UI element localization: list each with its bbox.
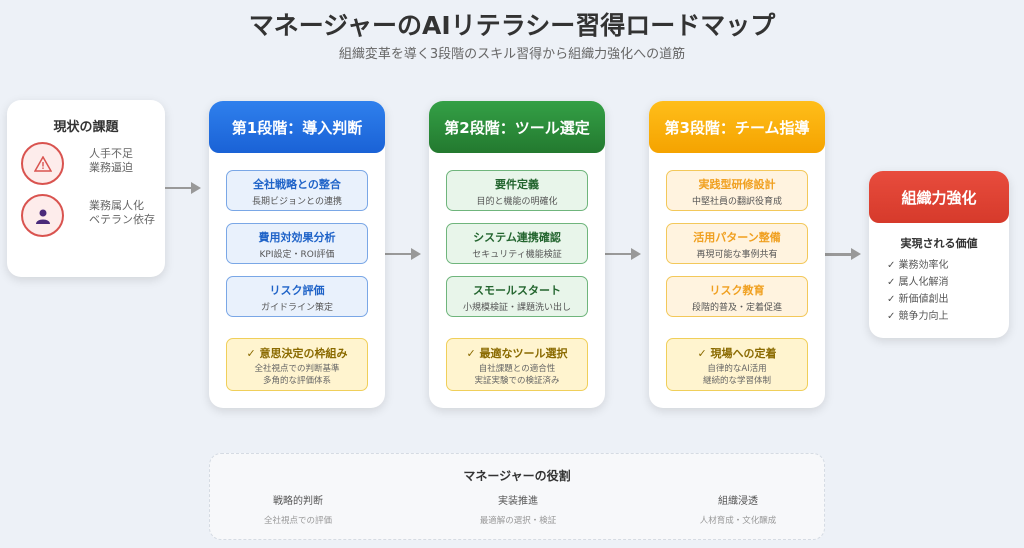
arrow-icon: [165, 182, 201, 194]
stage-item-desc: 長期ビジョンとの連携: [252, 197, 342, 207]
issue-line: ベテラン依存: [89, 213, 155, 226]
role-title: 組織浸透: [718, 496, 758, 507]
stage-item: システム連携確認 セキュリティ機能検証: [446, 223, 588, 264]
stage-item: リスク教育 段階的普及・定着促進: [666, 276, 808, 317]
stage-item-title: スモールスタート: [473, 284, 561, 297]
stage-item-title: 実践型研修設計: [698, 178, 776, 191]
value-item: ✓ 新価値創出: [887, 294, 949, 305]
issue-line: 業務逼迫: [89, 161, 133, 174]
stage-item-title: 活用パターン整備: [693, 231, 781, 244]
value-item: ✓ 業務効率化: [887, 260, 949, 271]
stage-item: リスク評価 ガイドライン策定: [226, 276, 368, 317]
role-title: 戦略的判断: [273, 496, 323, 507]
role-item: 実装推進最適解の選択・検証: [438, 492, 598, 526]
page-title: マネージャーのAIリテラシー習得ロードマップ: [248, 11, 776, 40]
outcome-line: 多角的な評価体系: [262, 376, 331, 386]
issues-title: 現状の課題: [53, 120, 119, 135]
stage-1-card: 第1段階：導入判断 全社戦略との整合 長期ビジョンとの連携 費用対効果分析 KP…: [209, 101, 385, 408]
value-item: ✓ 属人化解消: [887, 277, 949, 288]
stage-item-desc: ガイドライン策定: [260, 303, 333, 313]
stage-outcome: ✓ 最適なツール選択 自社課題との適合性実証実験での検証済み: [446, 338, 588, 391]
stage-item: 全社戦略との整合 長期ビジョンとの連携: [226, 170, 368, 211]
stage-item-title: リスク教育: [709, 284, 765, 297]
arrow-icon: [385, 248, 421, 260]
stage-item: 要件定義 目的と機能の明確化: [446, 170, 588, 211]
issue-item: 業務属人化ベテラン依存: [21, 194, 161, 238]
stage-title: 第1段階：導入判断: [209, 101, 385, 153]
stage-item: 実践型研修設計 中堅社員の翻訳役育成: [666, 170, 808, 211]
stage-item-desc: セキュリティ機能検証: [472, 250, 562, 260]
stage-item-desc: 再現可能な事例共有: [696, 250, 778, 260]
stage-item-title: リスク評価: [269, 284, 325, 297]
issue-item: 人手不足業務逼迫: [21, 142, 161, 186]
person-icon: [21, 194, 64, 237]
stage-outcome: ✓ 現場への定着 自律的なAI活用継続的な学習体制: [666, 338, 808, 391]
stage-item: 活用パターン整備 再現可能な事例共有: [666, 223, 808, 264]
issue-line: 業務属人化: [89, 199, 144, 212]
stage-item-title: システム連携確認: [473, 231, 561, 244]
issue-line: 人手不足: [89, 147, 133, 160]
outcome-line: 実証実験での検証済み: [474, 376, 560, 386]
stage-item-desc: 段階的普及・定着促進: [691, 303, 782, 313]
outcome-line: 継続的な学習体制: [702, 376, 771, 386]
stage-item: スモールスタート 小規模検証・課題洗い出し: [446, 276, 588, 317]
stage-item-desc: KPI設定・ROI評価: [259, 250, 335, 260]
role-item: 組織浸透人材育成・文化醸成: [658, 492, 818, 526]
stage-item-desc: 中堅社員の翻訳役育成: [691, 197, 782, 207]
role-desc: 最適解の選択・検証: [479, 516, 557, 526]
stage-item-title: 全社戦略との整合: [253, 178, 341, 191]
stage-2-card: 第2段階：ツール選定 要件定義 目的と機能の明確化 システム連携確認 セキュリテ…: [429, 101, 605, 408]
outcome-title: ✓ 意思決定の枠組み: [246, 347, 348, 360]
arrow-icon: [605, 248, 641, 260]
stage-item-title: 費用対効果分析: [258, 231, 336, 244]
role-title: 実装推進: [498, 496, 538, 507]
final-subtitle: 実現される価値: [900, 237, 978, 250]
stage-item: 費用対効果分析 KPI設定・ROI評価: [226, 223, 368, 264]
role-desc: 人材育成・文化醸成: [699, 516, 777, 526]
page-subtitle: 組織変革を導く3段階のスキル習得から組織力強化への道筋: [338, 47, 686, 62]
stage-item-desc: 目的と機能の明確化: [476, 197, 558, 207]
roles-title: マネージャーの役割: [463, 469, 571, 483]
warning-icon: [21, 142, 64, 185]
final-title: 組織力強化: [869, 171, 1009, 223]
outcome-line: 全社視点での判断基準: [254, 364, 340, 374]
stage-title: 第3段階：チーム指導: [649, 101, 825, 153]
final-outcome-card: 組織力強化 実現される価値 ✓ 業務効率化 ✓ 属人化解消 ✓ 新価値創出 ✓ …: [869, 171, 1009, 338]
role-item: 戦略的判断全社視点での評価: [218, 492, 378, 526]
role-desc: 全社視点での評価: [263, 516, 332, 526]
arrow-icon: [825, 248, 861, 260]
stage-item-title: 要件定義: [495, 178, 539, 191]
outcome-line: 自律的なAI活用: [707, 364, 767, 374]
stage-title: 第2段階：ツール選定: [429, 101, 605, 153]
stage-outcome: ✓ 意思決定の枠組み 全社視点での判断基準多角的な評価体系: [226, 338, 368, 391]
manager-roles-box: マネージャーの役割 戦略的判断全社視点での評価 実装推進最適解の選択・検証 組織…: [209, 453, 825, 540]
outcome-title: ✓ 現場への定着: [697, 347, 777, 360]
stage-item-desc: 小規模検証・課題洗い出し: [462, 303, 571, 313]
current-issues-card: 現状の課題 人手不足業務逼迫 業務属人化ベテラン依存: [7, 100, 165, 277]
outcome-title: ✓ 最適なツール選択: [466, 347, 568, 360]
outcome-line: 自社課題との適合性: [478, 364, 556, 374]
value-item: ✓ 競争力向上: [887, 311, 949, 322]
stage-3-card: 第3段階：チーム指導 実践型研修設計 中堅社員の翻訳役育成 活用パターン整備 再…: [649, 101, 825, 408]
